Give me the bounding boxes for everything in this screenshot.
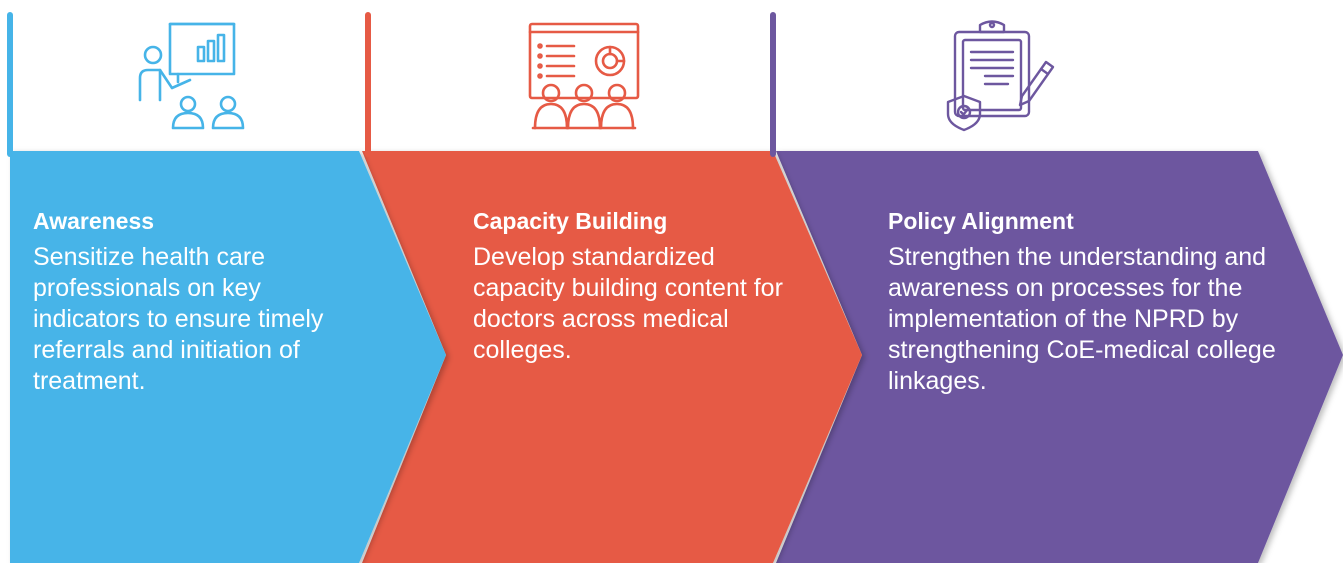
step-title: Capacity Building	[473, 208, 668, 234]
step-awareness: Awareness Sensitize health care professi…	[33, 207, 373, 397]
step-policy-alignment: Policy Alignment Strengthen the understa…	[888, 207, 1278, 397]
training-screen-audience-icon	[528, 22, 640, 130]
policy-stem	[770, 12, 776, 157]
step-description: Strengthen the understanding and awarene…	[888, 243, 1276, 395]
capacity-chevron	[362, 151, 862, 563]
step-description: Develop standardized capacity building c…	[473, 243, 783, 364]
presentation-board-audience-icon	[138, 22, 245, 130]
awareness-stem	[7, 12, 13, 157]
clipboard-shield-pencil-icon	[946, 20, 1055, 132]
step-capacity-building: Capacity Building Develop standardized c…	[473, 207, 803, 366]
step-title: Awareness	[33, 208, 155, 234]
capacity-stem	[365, 12, 371, 157]
policy-chevron	[776, 151, 1343, 563]
awareness-chevron	[10, 151, 446, 563]
step-description: Sensitize health care professionals on k…	[33, 243, 324, 395]
step-title: Policy Alignment	[888, 208, 1074, 234]
